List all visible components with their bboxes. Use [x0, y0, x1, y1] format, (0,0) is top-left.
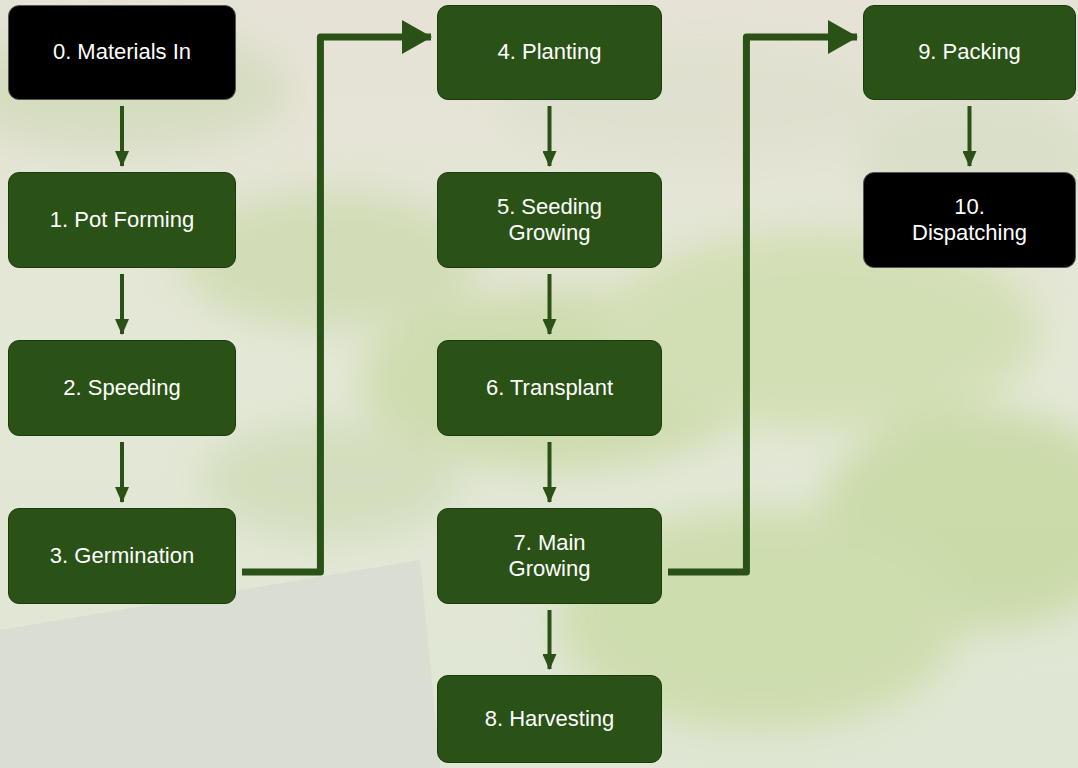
step-label: 1. Pot Forming [42, 203, 202, 237]
flow-arrow [548, 274, 552, 334]
process-box: 5. Seeding Growing [437, 172, 662, 268]
process-box: 6. Transplant [437, 340, 662, 436]
process-box: 7. Main Growing [437, 508, 662, 604]
process-box: 2. Speeding [8, 340, 236, 436]
step-label: 10. Dispatching [894, 190, 1045, 251]
step-label: 8. Harvesting [477, 702, 623, 736]
process-box: 1. Pot Forming [8, 172, 236, 268]
step-label: 4. Planting [490, 35, 610, 69]
step-label: 6. Transplant [478, 371, 621, 405]
flow-arrow [548, 610, 552, 669]
bent-arrow [242, 37, 431, 572]
step-label: 5. Seeding Growing [467, 190, 633, 251]
flow-arrow [120, 274, 124, 334]
bent-arrow [668, 37, 857, 572]
flow-arrow [120, 106, 124, 166]
terminal-box: 0. Materials In [8, 5, 236, 100]
step-label: 9. Packing [910, 35, 1029, 69]
step-label: 0. Materials In [45, 35, 199, 69]
process-box: 3. Germination [8, 508, 236, 604]
flow-arrow [548, 442, 552, 502]
terminal-box: 10. Dispatching [863, 172, 1076, 268]
flow-arrow [548, 106, 552, 166]
step-label: 3. Germination [42, 539, 202, 573]
process-box: 8. Harvesting [437, 675, 662, 763]
flow-arrow [120, 442, 124, 502]
flow-arrow [968, 106, 972, 166]
process-box: 4. Planting [437, 5, 662, 100]
step-label: 2. Speeding [55, 371, 188, 405]
step-label: 7. Main Growing [467, 526, 633, 587]
process-box: 9. Packing [863, 5, 1076, 100]
